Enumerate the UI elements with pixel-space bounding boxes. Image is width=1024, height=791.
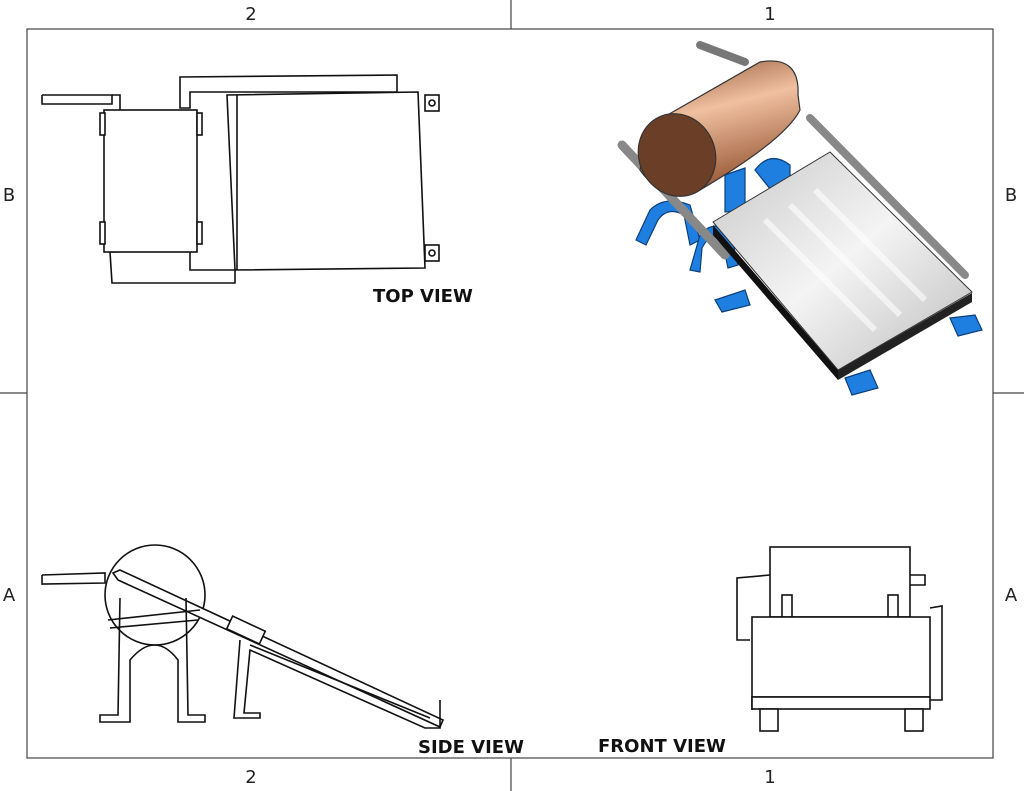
top-view-label: TOP VIEW (373, 286, 473, 307)
zone-label-top-1: 1 (764, 4, 775, 25)
front-view-label: FRONT VIEW (598, 736, 726, 757)
zone-label-left-A: A (3, 585, 16, 606)
front-view-drawing (736, 546, 943, 732)
zone-label-bottom-2: 2 (245, 767, 256, 788)
zone-label-left-B: B (3, 185, 15, 206)
zone-label-bottom-1: 1 (764, 767, 775, 788)
side-view-label: SIDE VIEW (418, 737, 524, 758)
isometric-view-drawing (617, 41, 983, 396)
side-view-drawing (41, 544, 445, 729)
top-view-drawing (41, 74, 440, 284)
zone-label-top-2: 2 (245, 4, 256, 25)
zone-label-right-B: B (1005, 185, 1017, 206)
zone-label-right-A: A (1005, 585, 1018, 606)
